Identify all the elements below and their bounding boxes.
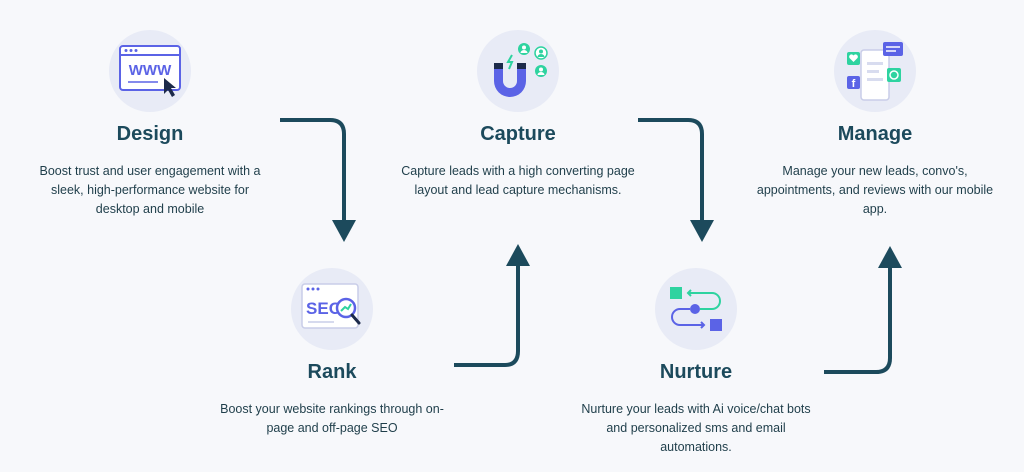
- arrowhead-down-1: [332, 220, 356, 242]
- seo-magnifier-icon: SEO: [291, 268, 373, 350]
- arrow-design-to-rank: [280, 118, 346, 222]
- www-text: WWW: [129, 62, 172, 79]
- arrow-rank-to-capture: [454, 262, 520, 367]
- step-description: Boost trust and user engagement with a s…: [39, 164, 261, 216]
- arrowhead-down-2: [690, 220, 714, 242]
- arrowhead-up-1: [506, 244, 530, 266]
- workflow-icon: [655, 268, 737, 350]
- magnet-leads-icon: [477, 30, 559, 112]
- svg-text:f: f: [852, 78, 856, 90]
- mobile-app-icon: f: [834, 30, 916, 112]
- step-capture: Capture Capture leads with a high conver…: [398, 30, 638, 200]
- step-title: Capture: [480, 123, 556, 145]
- arrow-capture-to-nurture: [638, 118, 704, 222]
- step-description: Nurture your leads with Ai voice/chat bo…: [581, 402, 811, 454]
- step-manage: f Manage Manage your new leads, convo's,…: [755, 30, 995, 219]
- www-browser-icon: WWW: [109, 30, 191, 112]
- step-description: Boost your website rankings through on-p…: [220, 402, 444, 435]
- step-description: Manage your new leads, convo's, appointm…: [756, 164, 994, 216]
- step-design: WWW Design Boost trust and user engageme…: [30, 30, 270, 219]
- step-title: Rank: [307, 361, 357, 383]
- step-rank: SEO Rank Boost your website rankings thr…: [212, 268, 452, 438]
- step-nurture: Nurture Nurture your leads with Ai voice…: [576, 268, 816, 457]
- step-title: Design: [116, 123, 184, 145]
- step-description: Capture leads with a high converting pag…: [401, 164, 635, 197]
- arrow-nurture-to-manage: [824, 264, 892, 374]
- step-title: Nurture: [659, 361, 733, 383]
- seo-text: SEO: [306, 299, 342, 318]
- step-title: Manage: [837, 123, 913, 145]
- arrowhead-up-2: [878, 246, 902, 268]
